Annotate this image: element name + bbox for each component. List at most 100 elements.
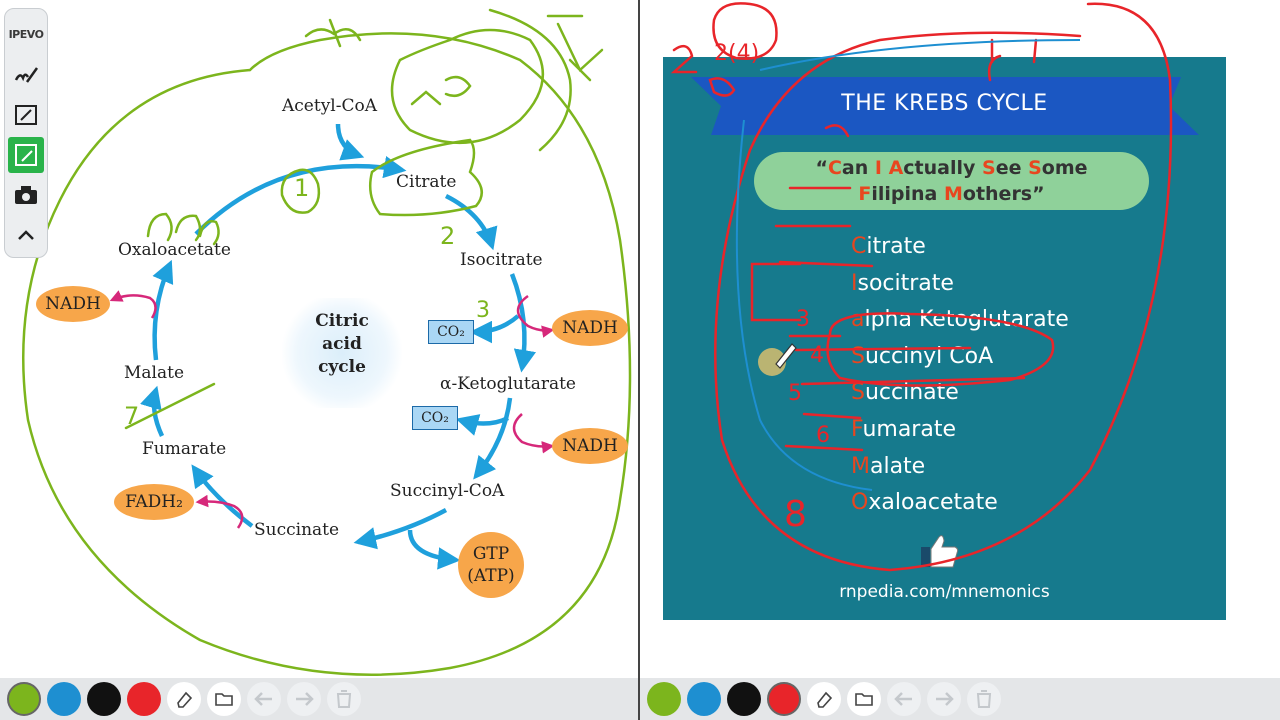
gtp-atp-badge: GTP (ATP) — [458, 532, 524, 598]
center-line-1: Citric — [315, 311, 369, 331]
item-initial: S — [851, 380, 865, 406]
ink-coa-text — [410, 75, 472, 106]
collapse-toolbar-button[interactable] — [8, 217, 44, 253]
undo-icon — [254, 692, 272, 706]
co2-box-1: CO₂ — [428, 320, 474, 344]
item-rest: uccinyl CoA — [864, 343, 994, 369]
gtp-text: GTP — [472, 544, 510, 564]
bottom-toolbar-left — [0, 678, 638, 720]
color-swatch-green[interactable] — [647, 682, 681, 716]
hl-letter: S — [1028, 157, 1042, 179]
folder-icon — [855, 693, 873, 706]
item-initial: a — [851, 307, 865, 333]
redo-button[interactable] — [287, 682, 321, 716]
item-initial: S — [851, 343, 865, 369]
item-rest: xaloacetate — [868, 490, 998, 516]
trash-icon — [336, 690, 352, 708]
ink-loop-top — [488, 8, 572, 152]
eraser-icon — [177, 691, 193, 708]
arrow-gtp — [407, 529, 461, 570]
chevron-up-icon — [18, 230, 34, 240]
arrow-nadh-left — [109, 290, 157, 319]
color-swatch-green[interactable] — [7, 682, 41, 716]
open-folder-button[interactable] — [207, 682, 241, 716]
eraser-button[interactable] — [807, 682, 841, 716]
color-swatch-red[interactable] — [767, 682, 801, 716]
camera-button[interactable] — [8, 177, 44, 213]
folder-icon — [215, 693, 233, 706]
fadh2-badge: FADH₂ — [114, 484, 194, 520]
eraser-icon — [817, 691, 833, 708]
mnemonic-word: an — [841, 157, 875, 179]
co2-box-2: CO₂ — [412, 406, 458, 430]
mnemonic-word: others — [962, 183, 1033, 205]
undo-icon — [894, 692, 912, 706]
open-folder-button[interactable] — [847, 682, 881, 716]
redo-button[interactable] — [927, 682, 961, 716]
ink-top-right — [546, 14, 604, 82]
image-edit-icon — [15, 105, 37, 125]
nadh-badge-right-2: NADH — [552, 428, 628, 464]
label-alpha-ketoglutarate: α-Ketoglutarate — [440, 374, 576, 394]
undo-button[interactable] — [887, 682, 921, 716]
arrow-nadh-right-1 — [516, 294, 555, 338]
open-quote: “ — [815, 157, 828, 179]
color-swatch-red[interactable] — [127, 682, 161, 716]
item-rest: lpha Ketoglutarate — [864, 307, 1069, 333]
label-acetyl-coa: Acetyl-CoA — [282, 96, 377, 116]
hl-letter: M — [943, 183, 963, 205]
clear-button[interactable] — [967, 682, 1001, 716]
center-line-2: acid — [322, 334, 362, 354]
right-whiteboard-pane[interactable]: THE KREBS CYCLE “Can I Actually See Some… — [640, 0, 1280, 678]
color-swatch-blue[interactable] — [687, 682, 721, 716]
annotate-image-button[interactable] — [8, 97, 44, 133]
whiteboard-icon — [15, 144, 37, 166]
redo-icon — [936, 692, 954, 706]
mnemonic-line-2: Filipina Mothers” — [754, 181, 1149, 207]
atp-text: (ATP) — [467, 566, 515, 586]
pen-tool-button[interactable] — [8, 57, 44, 93]
mnemonic-word: ctually — [903, 157, 983, 179]
arrow-akg-succinylcoa — [473, 397, 513, 480]
hl-letter: F — [858, 183, 872, 205]
item-rest: socitrate — [857, 270, 954, 296]
center-label-citric-acid-cycle: Citric acid cycle — [282, 298, 402, 408]
trash-icon — [976, 690, 992, 708]
item-initial: M — [851, 453, 870, 479]
label-succinate: Succinate — [254, 520, 340, 540]
clear-button[interactable] — [327, 682, 361, 716]
hl-letter: C — [827, 157, 842, 179]
color-swatch-blue[interactable] — [47, 682, 81, 716]
credit-url: rnpedia.com/mnemonics — [839, 582, 1050, 602]
center-line-3: cycle — [318, 357, 366, 377]
mnemonic-line-1: “Can I Actually See Some — [754, 155, 1149, 181]
item-initial: F — [851, 416, 863, 442]
ink-number-1: 1 — [294, 174, 310, 202]
ink-top-circle — [712, 2, 778, 60]
ink-number-7: 7 — [124, 402, 140, 430]
mnemonic-list: Citrate Isocitrate alpha Ketoglutarate S… — [851, 229, 1069, 522]
list-item: Citrate — [851, 229, 1069, 266]
list-item: Malate — [851, 449, 1069, 486]
label-citrate: Citrate — [396, 172, 457, 192]
item-initial: C — [851, 234, 867, 259]
slide-title: THE KREBS CYCLE — [841, 91, 1048, 116]
eraser-button[interactable] — [167, 682, 201, 716]
hl-letter: A — [888, 157, 904, 179]
krebs-cycle-slide: THE KREBS CYCLE “Can I Actually See Some… — [663, 57, 1226, 620]
camera-icon — [15, 186, 37, 204]
left-whiteboard-pane[interactable]: Acetyl-CoA Citrate Isocitrate α-Ketoglut… — [0, 0, 638, 678]
color-swatch-black[interactable] — [87, 682, 121, 716]
pane-divider[interactable] — [638, 0, 640, 720]
arrow-nadh-right-2 — [512, 413, 555, 454]
color-swatch-black[interactable] — [727, 682, 761, 716]
pen-icon — [14, 67, 39, 83]
nadh-badge-left: NADH — [36, 286, 110, 322]
redo-icon — [296, 692, 314, 706]
item-initial: O — [851, 490, 869, 516]
item-rest: umarate — [862, 416, 956, 442]
undo-button[interactable] — [247, 682, 281, 716]
whiteboard-mode-button[interactable] — [8, 137, 44, 173]
nadh-badge-right-1: NADH — [552, 310, 628, 346]
arrow-succinylcoa-succinate — [353, 508, 448, 550]
